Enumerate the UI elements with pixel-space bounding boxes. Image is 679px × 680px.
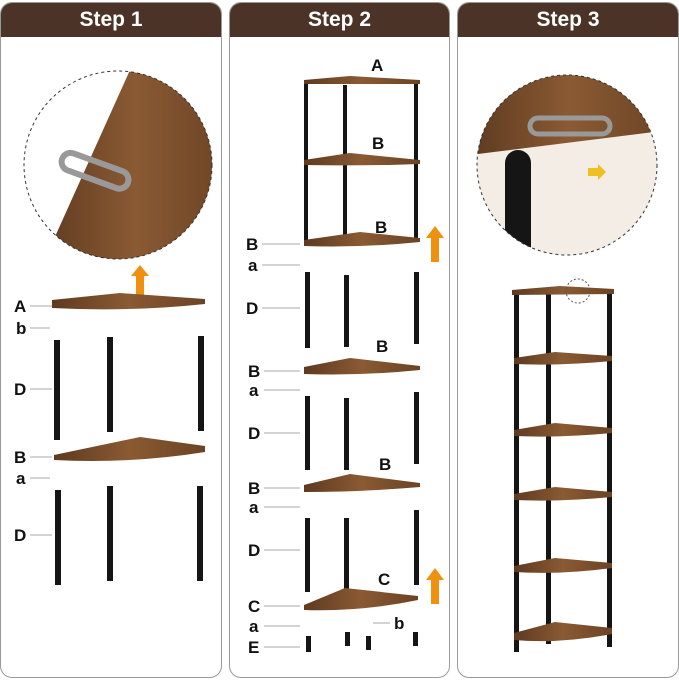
svg-text:B: B: [376, 337, 388, 356]
svg-text:B: B: [248, 479, 260, 498]
svg-text:B: B: [14, 448, 26, 467]
svg-text:B: B: [375, 218, 387, 237]
bracket-detail-circle: [23, 70, 213, 260]
leader-lines: [30, 243, 390, 648]
step-3-title: Step 3: [458, 3, 678, 37]
svg-text:D: D: [248, 541, 260, 560]
up-arrow-icon: [426, 568, 444, 604]
svg-text:B: B: [379, 455, 391, 474]
step-1-title: Step 1: [1, 3, 221, 37]
svg-text:a: a: [249, 381, 259, 400]
svg-text:D: D: [246, 299, 258, 318]
svg-text:B: B: [246, 235, 258, 254]
bracket-detail-circle: [476, 74, 658, 256]
svg-text:D: D: [248, 424, 260, 443]
svg-text:B: B: [248, 362, 260, 381]
step2-parts: [304, 76, 420, 652]
svg-text:a: a: [248, 256, 258, 275]
svg-text:b: b: [394, 614, 404, 633]
step1-parts: [52, 293, 205, 585]
svg-text:A: A: [371, 56, 383, 75]
svg-text:a: a: [249, 498, 259, 517]
step-2-title: Step 2: [230, 3, 449, 37]
svg-text:E: E: [248, 638, 259, 657]
svg-text:C: C: [248, 597, 260, 616]
svg-text:C: C: [378, 570, 390, 589]
step1-labels: Ab DB aD: [14, 297, 26, 545]
svg-text:A: A: [14, 297, 26, 316]
svg-text:a: a: [16, 469, 26, 488]
svg-text:a: a: [249, 617, 259, 636]
svg-text:B: B: [372, 134, 384, 153]
up-arrow-icon: [426, 226, 444, 262]
step2-labels: ABB BBC b BaD BaD BaD CaE: [246, 56, 404, 657]
up-arrow-icon: [131, 265, 149, 296]
assembled-shelf: [512, 278, 614, 652]
step-2-panel: Step 2: [229, 2, 450, 678]
svg-text:b: b: [16, 319, 26, 338]
svg-text:D: D: [14, 526, 26, 545]
svg-text:D: D: [14, 380, 26, 399]
